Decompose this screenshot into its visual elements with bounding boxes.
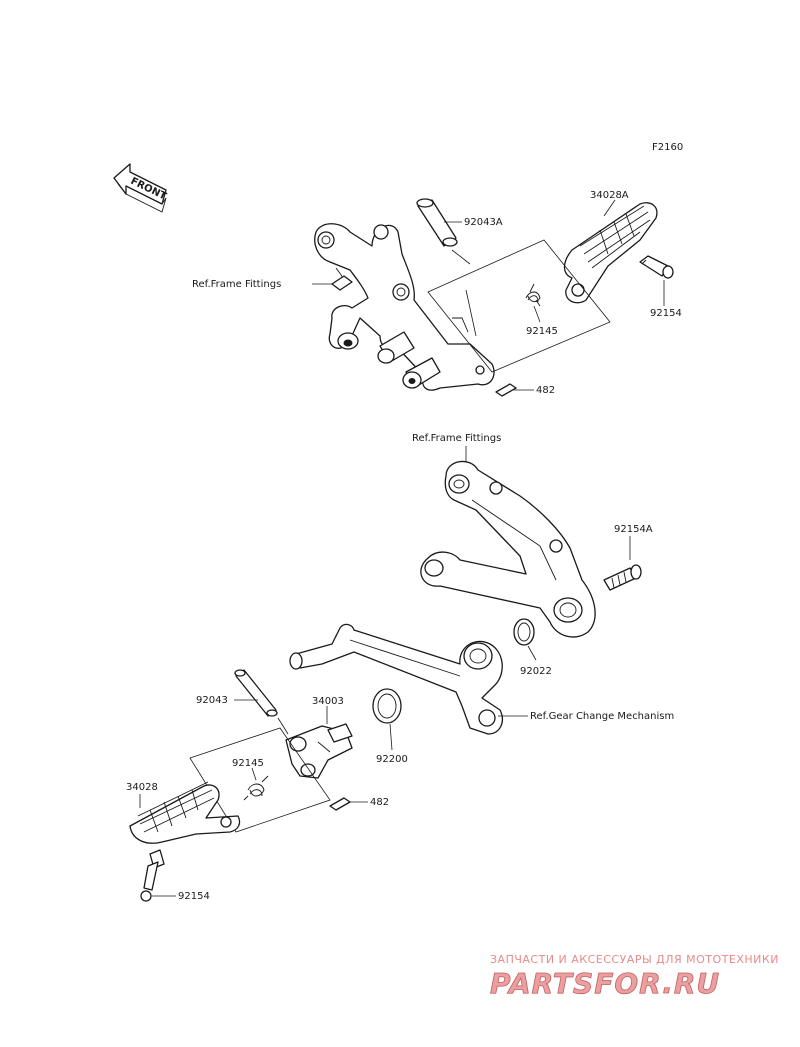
label-482-top: 482 <box>536 385 555 396</box>
clip-482-bottom <box>329 797 351 811</box>
label-92043a: 92043A <box>464 217 503 228</box>
label-ref-frame-top: Ref.Frame Fittings <box>192 279 281 290</box>
rear-footrest-bracket <box>314 223 495 391</box>
label-482-bottom: 482 <box>370 797 389 808</box>
washer-92200 <box>372 688 402 724</box>
bolt-92154-bottom <box>140 849 165 902</box>
front-arrow-icon: FRONT <box>113 163 168 213</box>
footpeg-holder-34003 <box>285 723 353 779</box>
diagram-code: F2160 <box>652 142 683 153</box>
watermark-brand: PARTSFOR.RU <box>490 967 720 1000</box>
bottom-assembly: Ref.Frame Fittings 92154A 92022 <box>126 433 674 902</box>
pin-92043a <box>416 198 458 247</box>
bolt-92154-top <box>639 255 674 279</box>
watermark-tagline: ЗАПЧАСТИ И АКСЕССУАРЫ ДЛЯ МОТОТЕХНИКИ <box>490 953 779 966</box>
bolt-92154a <box>603 564 642 591</box>
label-34028: 34028 <box>126 782 158 793</box>
footpeg-34028a <box>563 202 658 304</box>
spring-92145-bottom <box>243 775 269 801</box>
spring-92145-top <box>525 283 541 307</box>
washer-92022 <box>513 618 535 646</box>
label-92154-top: 92154 <box>650 308 682 319</box>
footpeg-34028 <box>129 781 241 844</box>
label-92043: 92043 <box>196 695 228 706</box>
label-34003: 34003 <box>312 696 344 707</box>
label-34028a: 34028A <box>590 190 629 201</box>
front-footrest-bracket <box>420 460 596 638</box>
pin-92043 <box>234 669 278 717</box>
label-ref-frame-bottom: Ref.Frame Fittings <box>412 433 501 444</box>
label-92145-top: 92145 <box>526 326 558 337</box>
label-92145-bottom: 92145 <box>232 758 264 769</box>
label-92022: 92022 <box>520 666 552 677</box>
label-92154a: 92154A <box>614 524 653 535</box>
shift-pedal-lever <box>289 623 503 735</box>
watermark-logo: ЗАПЧАСТИ И АКСЕССУАРЫ ДЛЯ МОТОТЕХНИКИ PA… <box>490 953 779 1000</box>
top-assembly: 92043A 34028A 92154 92145 <box>192 190 682 397</box>
clip-482-top <box>495 383 517 397</box>
label-ref-gear-change: Ref.Gear Change Mechanism <box>530 711 674 722</box>
label-92154-bottom: 92154 <box>178 891 210 902</box>
label-92200: 92200 <box>376 754 408 765</box>
